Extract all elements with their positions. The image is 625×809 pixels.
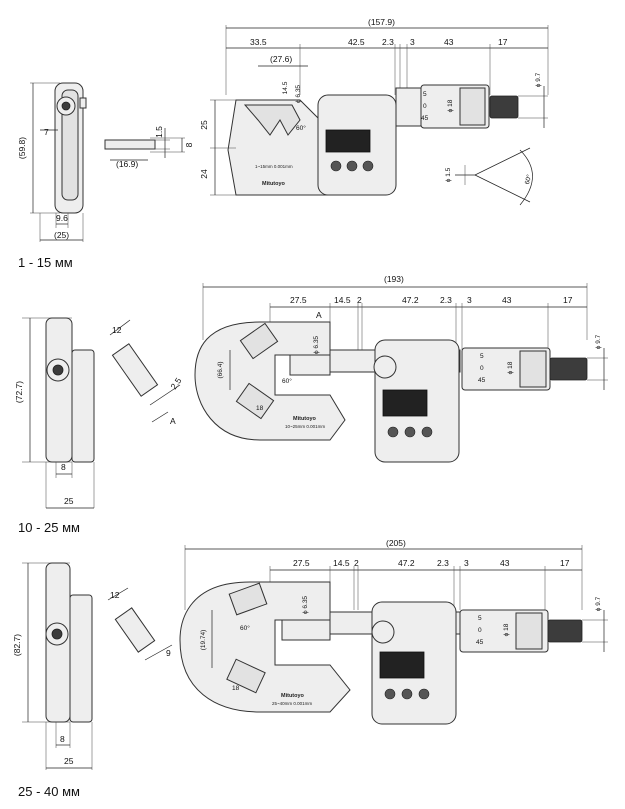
top3-gap: (19.74) bbox=[200, 630, 207, 651]
top3-b2: 2 bbox=[354, 558, 359, 568]
top2-c: 47.2 bbox=[402, 295, 419, 305]
top2-gap: (66.4) bbox=[217, 362, 224, 379]
top1-gap: (27.6) bbox=[270, 54, 292, 64]
anvil-detail-1: ϕ 1.5 60° bbox=[445, 147, 533, 206]
top1-s45: 45 bbox=[421, 115, 429, 122]
side1-d25: (25) bbox=[54, 230, 69, 240]
top1-ang: 60° bbox=[296, 124, 306, 132]
top3-b: 14.5 bbox=[333, 558, 350, 568]
anvil1-dia15: ϕ 1.5 bbox=[445, 167, 452, 182]
top2-frame-text: 10~25mm 0.001mm bbox=[285, 424, 325, 429]
top3-s45: 45 bbox=[476, 639, 484, 646]
top2-dia18: ϕ 18 bbox=[507, 361, 514, 374]
tip1-d15: 1.5 bbox=[154, 126, 164, 138]
tip-detail-2: 12 2.5 A bbox=[109, 319, 184, 426]
top3-d: 3 bbox=[464, 558, 469, 568]
side3-d25: 25 bbox=[64, 756, 74, 766]
top2-A: A bbox=[316, 310, 322, 320]
top1-s0: 0 bbox=[423, 103, 427, 110]
top3-f: 17 bbox=[560, 558, 570, 568]
tip3-d9: 9 bbox=[166, 648, 171, 658]
section-1-15: (59.8) 7 9.6 (25) 1.5 bbox=[17, 17, 549, 270]
anvil1-ang: 60° bbox=[523, 173, 533, 185]
top1-h24: 24 bbox=[199, 169, 209, 179]
top3-overall: (205) bbox=[386, 538, 406, 548]
top2-overall: (193) bbox=[384, 274, 404, 284]
top2-s45: 45 bbox=[478, 377, 486, 384]
top2-logo: Mitutoyo bbox=[293, 416, 317, 422]
tip-detail-1: 1.5 8 (16.9) bbox=[104, 126, 194, 169]
top1-dia635: ϕ 6.35 bbox=[295, 85, 302, 103]
top1-d: 3 bbox=[410, 37, 415, 47]
top1-s5: 5 bbox=[423, 91, 427, 98]
tip1-d8: 8 bbox=[184, 142, 194, 147]
top3-a: 27.5 bbox=[293, 558, 310, 568]
top2-f: 17 bbox=[563, 295, 573, 305]
caption-10-25: 10 - 25 мм bbox=[18, 520, 80, 535]
top3-s0: 0 bbox=[478, 627, 482, 634]
section-25-40: (82.7) 8 25 12 9 (205) bbox=[12, 538, 608, 799]
top2-s5: 5 bbox=[480, 353, 484, 360]
top1-dia18: ϕ 18 bbox=[447, 99, 454, 112]
top1-dia97: ϕ 9.7 bbox=[535, 72, 542, 87]
top3-frame-text: 25~40mm 0.001mm bbox=[272, 701, 312, 706]
top2-b2: 2 bbox=[357, 295, 362, 305]
top-view-1: (157.9) 33.5 42.5 2.3 3 43 17 (27.6) 14.… bbox=[199, 17, 549, 196]
side-view-3: (82.7) 8 25 bbox=[12, 562, 93, 770]
top1-b: 42.5 bbox=[348, 37, 365, 47]
side-view-1: (59.8) 7 9.6 (25) bbox=[17, 82, 87, 242]
top3-c: 47.2 bbox=[398, 558, 415, 568]
side-view-2: (72.7) 8 25 bbox=[14, 317, 95, 509]
top1-h25: 25 bbox=[199, 120, 209, 130]
top-view-2: (193) 27.5 14.5 2 47.2 2.3 3 43 17 A 18 … bbox=[194, 274, 608, 463]
top2-dia635: ϕ 6.35 bbox=[313, 336, 320, 354]
side3-d8: 8 bbox=[60, 734, 65, 744]
top3-s5: 5 bbox=[478, 615, 482, 622]
top1-c: 2.3 bbox=[382, 37, 394, 47]
top1-e: 43 bbox=[444, 37, 454, 47]
top3-c2: 2.3 bbox=[437, 558, 449, 568]
side1-height: (59.8) bbox=[17, 137, 27, 159]
top1-f: 17 bbox=[498, 37, 508, 47]
top3-dia635: ϕ 6.35 bbox=[302, 596, 309, 614]
tip-detail-3: 12 9 bbox=[107, 587, 173, 661]
tip2-A: A bbox=[170, 416, 176, 426]
top2-b: 14.5 bbox=[334, 295, 351, 305]
top2-r18: 18 bbox=[256, 405, 264, 412]
top3-r18: 18 bbox=[232, 685, 240, 692]
tip1-d169: (16.9) bbox=[116, 159, 138, 169]
tip3-d12: 12 bbox=[110, 590, 120, 600]
caption-1-15: 1 - 15 мм bbox=[18, 255, 73, 270]
top3-ang: 60° bbox=[240, 624, 250, 632]
top1-r145: 14.5 bbox=[282, 81, 289, 94]
side2-d8: 8 bbox=[61, 462, 66, 472]
side1-d7: 7 bbox=[44, 127, 49, 137]
top1-frame-text: 1~15mm 0.001mm bbox=[255, 164, 293, 169]
tip2-d25: 2.5 bbox=[168, 376, 183, 392]
top2-ang: 60° bbox=[282, 377, 292, 385]
top2-a: 27.5 bbox=[290, 295, 307, 305]
top3-logo: Mitutoyo bbox=[281, 693, 305, 699]
top-view-3: (205) 27.5 14.5 2 47.2 2.3 3 43 17 18 (1… bbox=[179, 538, 608, 725]
top2-s0: 0 bbox=[480, 365, 484, 372]
top3-dia97: ϕ 9.7 bbox=[595, 596, 602, 611]
top1-a: 33.5 bbox=[250, 37, 267, 47]
top1-logo: Mitutoyo bbox=[262, 181, 286, 187]
top2-d: 3 bbox=[467, 295, 472, 305]
side2-height: (72.7) bbox=[14, 381, 24, 403]
top3-dia18: ϕ 18 bbox=[503, 623, 510, 636]
top2-c2: 2.3 bbox=[440, 295, 452, 305]
side3-height: (82.7) bbox=[12, 634, 22, 656]
side2-d25: 25 bbox=[64, 496, 74, 506]
top3-e: 43 bbox=[500, 558, 510, 568]
top2-dia97: ϕ 9.7 bbox=[595, 334, 602, 349]
tip2-d12: 12 bbox=[112, 325, 122, 335]
top1-overall: (157.9) bbox=[368, 17, 395, 27]
caption-25-40: 25 - 40 мм bbox=[18, 784, 80, 799]
section-10-25: (72.7) 8 25 12 2.5 A bbox=[14, 274, 608, 535]
side1-d96: 9.6 bbox=[56, 213, 68, 223]
top2-e: 43 bbox=[502, 295, 512, 305]
